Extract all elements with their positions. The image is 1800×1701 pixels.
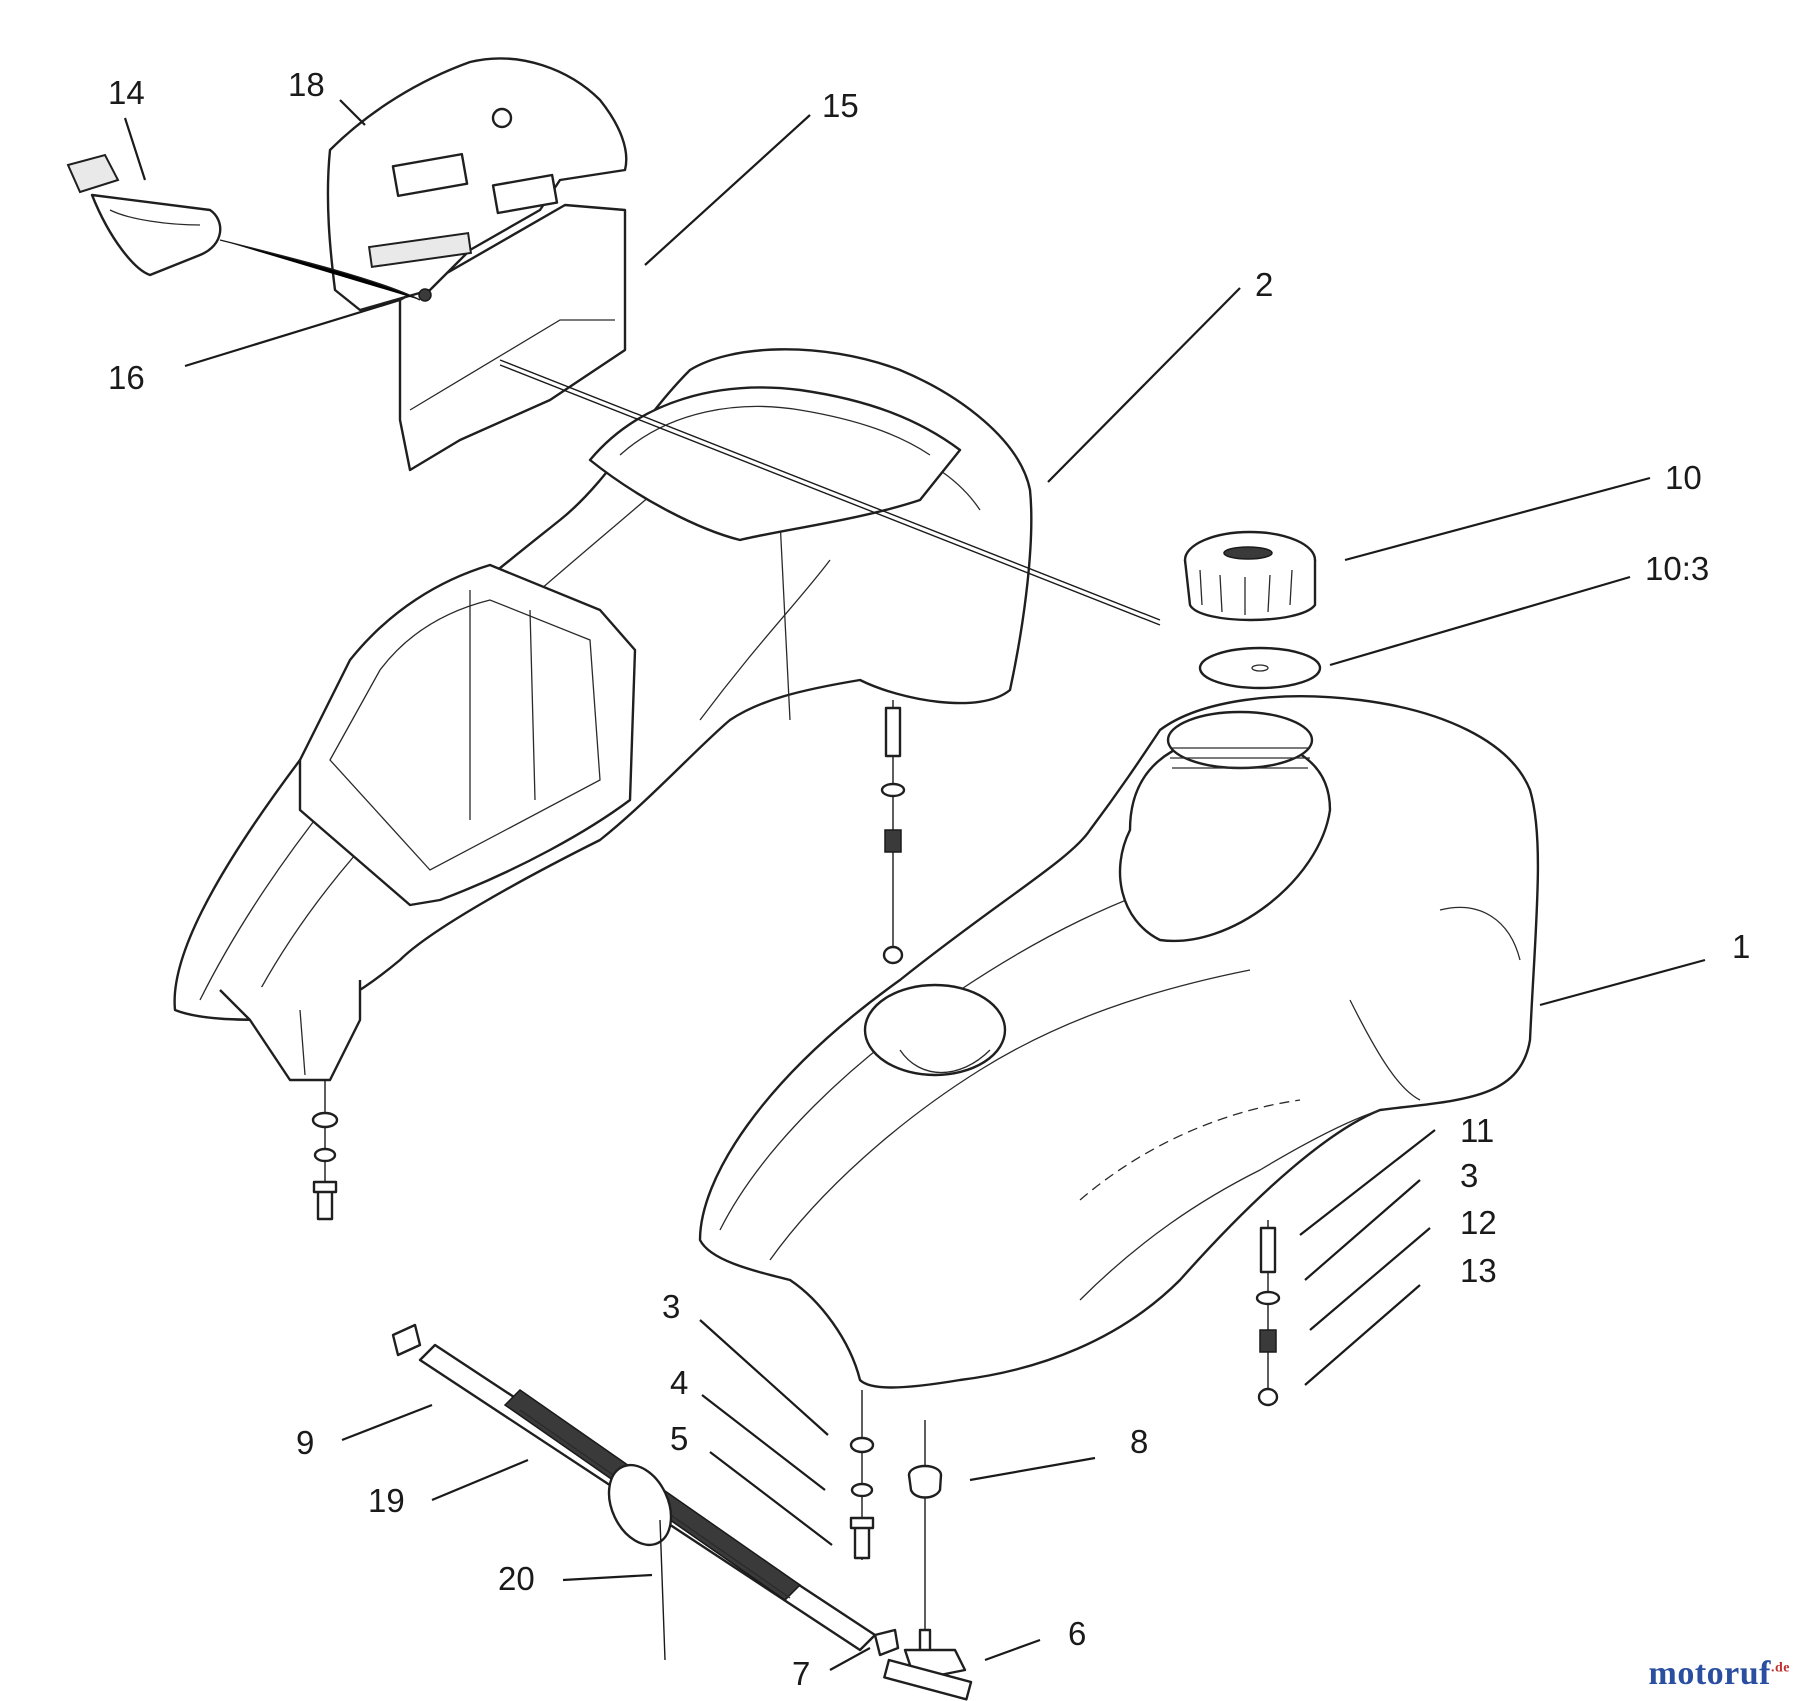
callout-4: 4 [670,1364,688,1401]
fuel-line-assembly [391,1323,900,1661]
leader-lines [123,99,1706,1671]
callout-6: 6 [1068,1615,1086,1652]
watermark-logo: motoruf.de [1649,1655,1790,1693]
callout-8: 8 [1130,1423,1148,1460]
callout-10-3: 10:3 [1645,550,1709,587]
callout-2: 2 [1255,266,1273,303]
callout-19: 19 [368,1482,405,1519]
cap-gasket [1198,646,1322,690]
callout-9: 9 [296,1424,314,1461]
throttle-control [66,153,421,301]
callout-1: 1 [1732,928,1750,965]
fuel-tank [698,695,1540,1389]
callout-12: 12 [1460,1204,1497,1241]
callout-5: 5 [670,1420,688,1457]
fuel-tank-shroud [173,348,1033,1082]
callout-3-right: 3 [1460,1157,1478,1194]
callout-14: 14 [108,74,145,111]
watermark-name: motoruf [1648,1655,1771,1692]
callout-13: 13 [1460,1252,1497,1289]
callout-20: 20 [498,1560,535,1597]
callout-7: 7 [792,1655,810,1692]
callout-15: 15 [822,87,859,124]
choke-rod [499,359,1161,621]
shutoff-valve [883,1420,973,1701]
watermark-tld: .de [1771,1660,1790,1676]
rear-hardware-stack [880,700,906,965]
tank-front-hardware [849,1390,875,1560]
mounting-bracket [398,203,627,472]
callout-16: 16 [108,359,145,396]
callout-18: 18 [288,66,325,103]
callout-labels: 14 18 15 16 2 10 10:3 1 11 3 12 13 3 4 5… [108,66,1750,1692]
callout-11: 11 [1460,1112,1494,1149]
control-plate [326,57,628,312]
front-hardware-stack [311,1080,339,1221]
fuel-cap [1183,530,1317,622]
callout-10: 10 [1665,459,1702,496]
tank-mount-stack [1255,1220,1281,1407]
callout-3-left: 3 [662,1288,680,1325]
